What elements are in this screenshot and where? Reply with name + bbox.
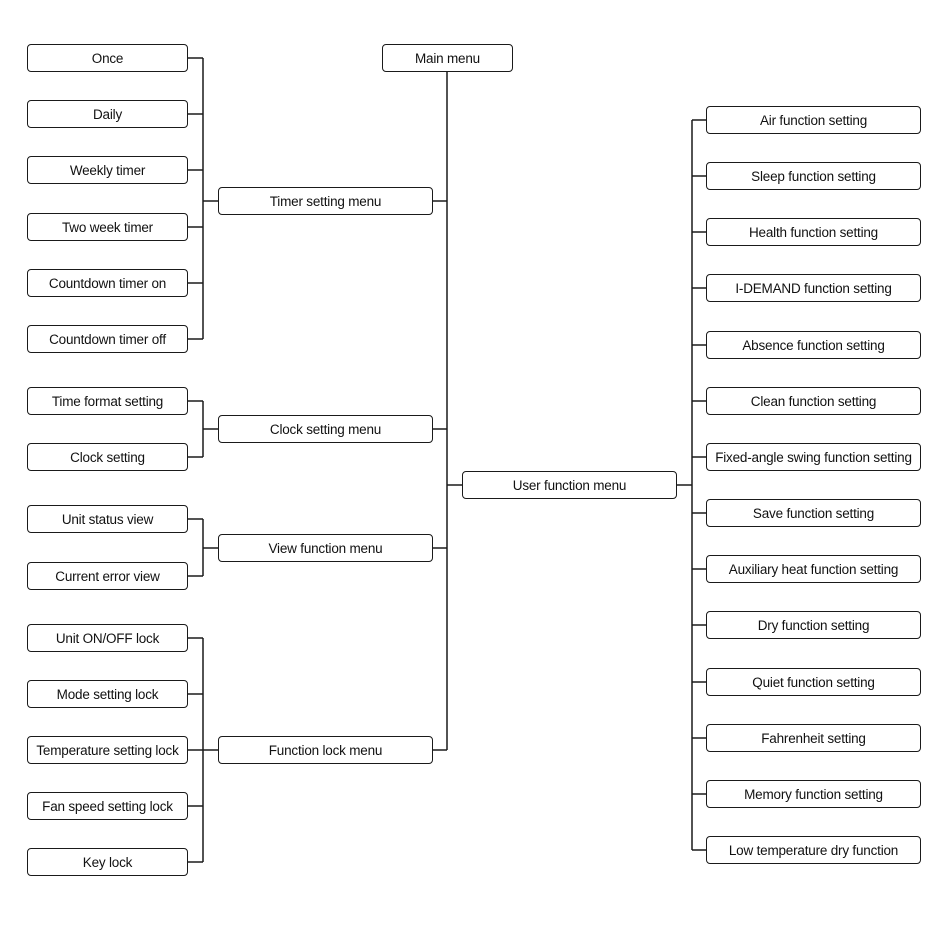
timer-once-node[interactable]: Once xyxy=(27,44,188,72)
time-format-setting-node[interactable]: Time format setting xyxy=(27,387,188,415)
temperature-setting-lock-node[interactable]: Temperature setting lock xyxy=(27,736,188,764)
view-function-menu-node[interactable]: View function menu xyxy=(218,534,433,562)
fixed-angle-swing-function-setting-node[interactable]: Fixed-angle swing function setting xyxy=(706,443,921,471)
function-lock-menu-node[interactable]: Function lock menu xyxy=(218,736,433,764)
sleep-function-setting-node[interactable]: Sleep function setting xyxy=(706,162,921,190)
clock-setting-menu-node[interactable]: Clock setting menu xyxy=(218,415,433,443)
mode-setting-lock-node[interactable]: Mode setting lock xyxy=(27,680,188,708)
timer-daily-node[interactable]: Daily xyxy=(27,100,188,128)
air-function-setting-node[interactable]: Air function setting xyxy=(706,106,921,134)
key-lock-node[interactable]: Key lock xyxy=(27,848,188,876)
countdown-timer-on-node[interactable]: Countdown timer on xyxy=(27,269,188,297)
auxiliary-heat-function-setting-node[interactable]: Auxiliary heat function setting xyxy=(706,555,921,583)
countdown-timer-off-node[interactable]: Countdown timer off xyxy=(27,325,188,353)
two-week-timer-node[interactable]: Two week timer xyxy=(27,213,188,241)
clock-setting-node[interactable]: Clock setting xyxy=(27,443,188,471)
fahrenheit-setting-node[interactable]: Fahrenheit setting xyxy=(706,724,921,752)
unit-on-off-lock-node[interactable]: Unit ON/OFF lock xyxy=(27,624,188,652)
weekly-timer-node[interactable]: Weekly timer xyxy=(27,156,188,184)
main-menu-node[interactable]: Main menu xyxy=(382,44,513,72)
fan-speed-setting-lock-node[interactable]: Fan speed setting lock xyxy=(27,792,188,820)
current-error-view-node[interactable]: Current error view xyxy=(27,562,188,590)
health-function-setting-node[interactable]: Health function setting xyxy=(706,218,921,246)
save-function-setting-node[interactable]: Save function setting xyxy=(706,499,921,527)
user-function-menu-node[interactable]: User function menu xyxy=(462,471,677,499)
memory-function-setting-node[interactable]: Memory function setting xyxy=(706,780,921,808)
clean-function-setting-node[interactable]: Clean function setting xyxy=(706,387,921,415)
timer-setting-menu-node[interactable]: Timer setting menu xyxy=(218,187,433,215)
unit-status-view-node[interactable]: Unit status view xyxy=(27,505,188,533)
quiet-function-setting-node[interactable]: Quiet function setting xyxy=(706,668,921,696)
low-temperature-dry-function-node[interactable]: Low temperature dry function xyxy=(706,836,921,864)
dry-function-setting-node[interactable]: Dry function setting xyxy=(706,611,921,639)
absence-function-setting-node[interactable]: Absence function setting xyxy=(706,331,921,359)
i-demand-function-setting-node[interactable]: I-DEMAND function setting xyxy=(706,274,921,302)
